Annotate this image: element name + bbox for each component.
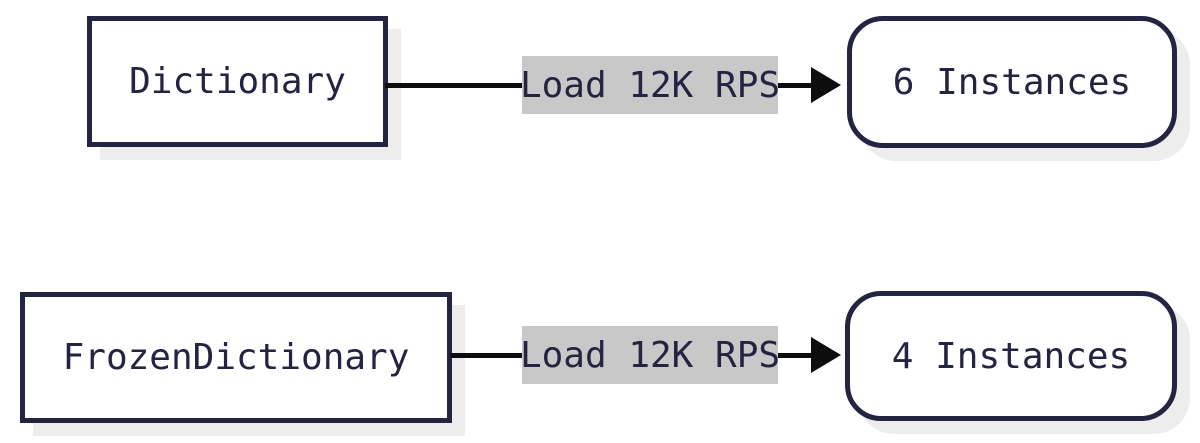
edge-label-row2: Load 12K RPS [520,326,780,384]
edge-line-left-row1 [385,83,522,88]
target-node-4-instances: 4 Instances [845,291,1177,421]
edge-line-right-row1 [778,83,812,88]
edge-line-left-row2 [450,353,522,358]
edge-label-row1: Load 12K RPS [520,56,780,114]
source-node-dictionary: Dictionary [87,16,388,147]
edge-line-right-row2 [778,353,812,358]
arrowhead-icon-row1 [811,67,841,103]
source-node-frozendictionary: FrozenDictionary [20,292,452,423]
arrowhead-icon-row2 [811,337,841,373]
target-node-6-instances: 6 Instances [847,16,1177,148]
